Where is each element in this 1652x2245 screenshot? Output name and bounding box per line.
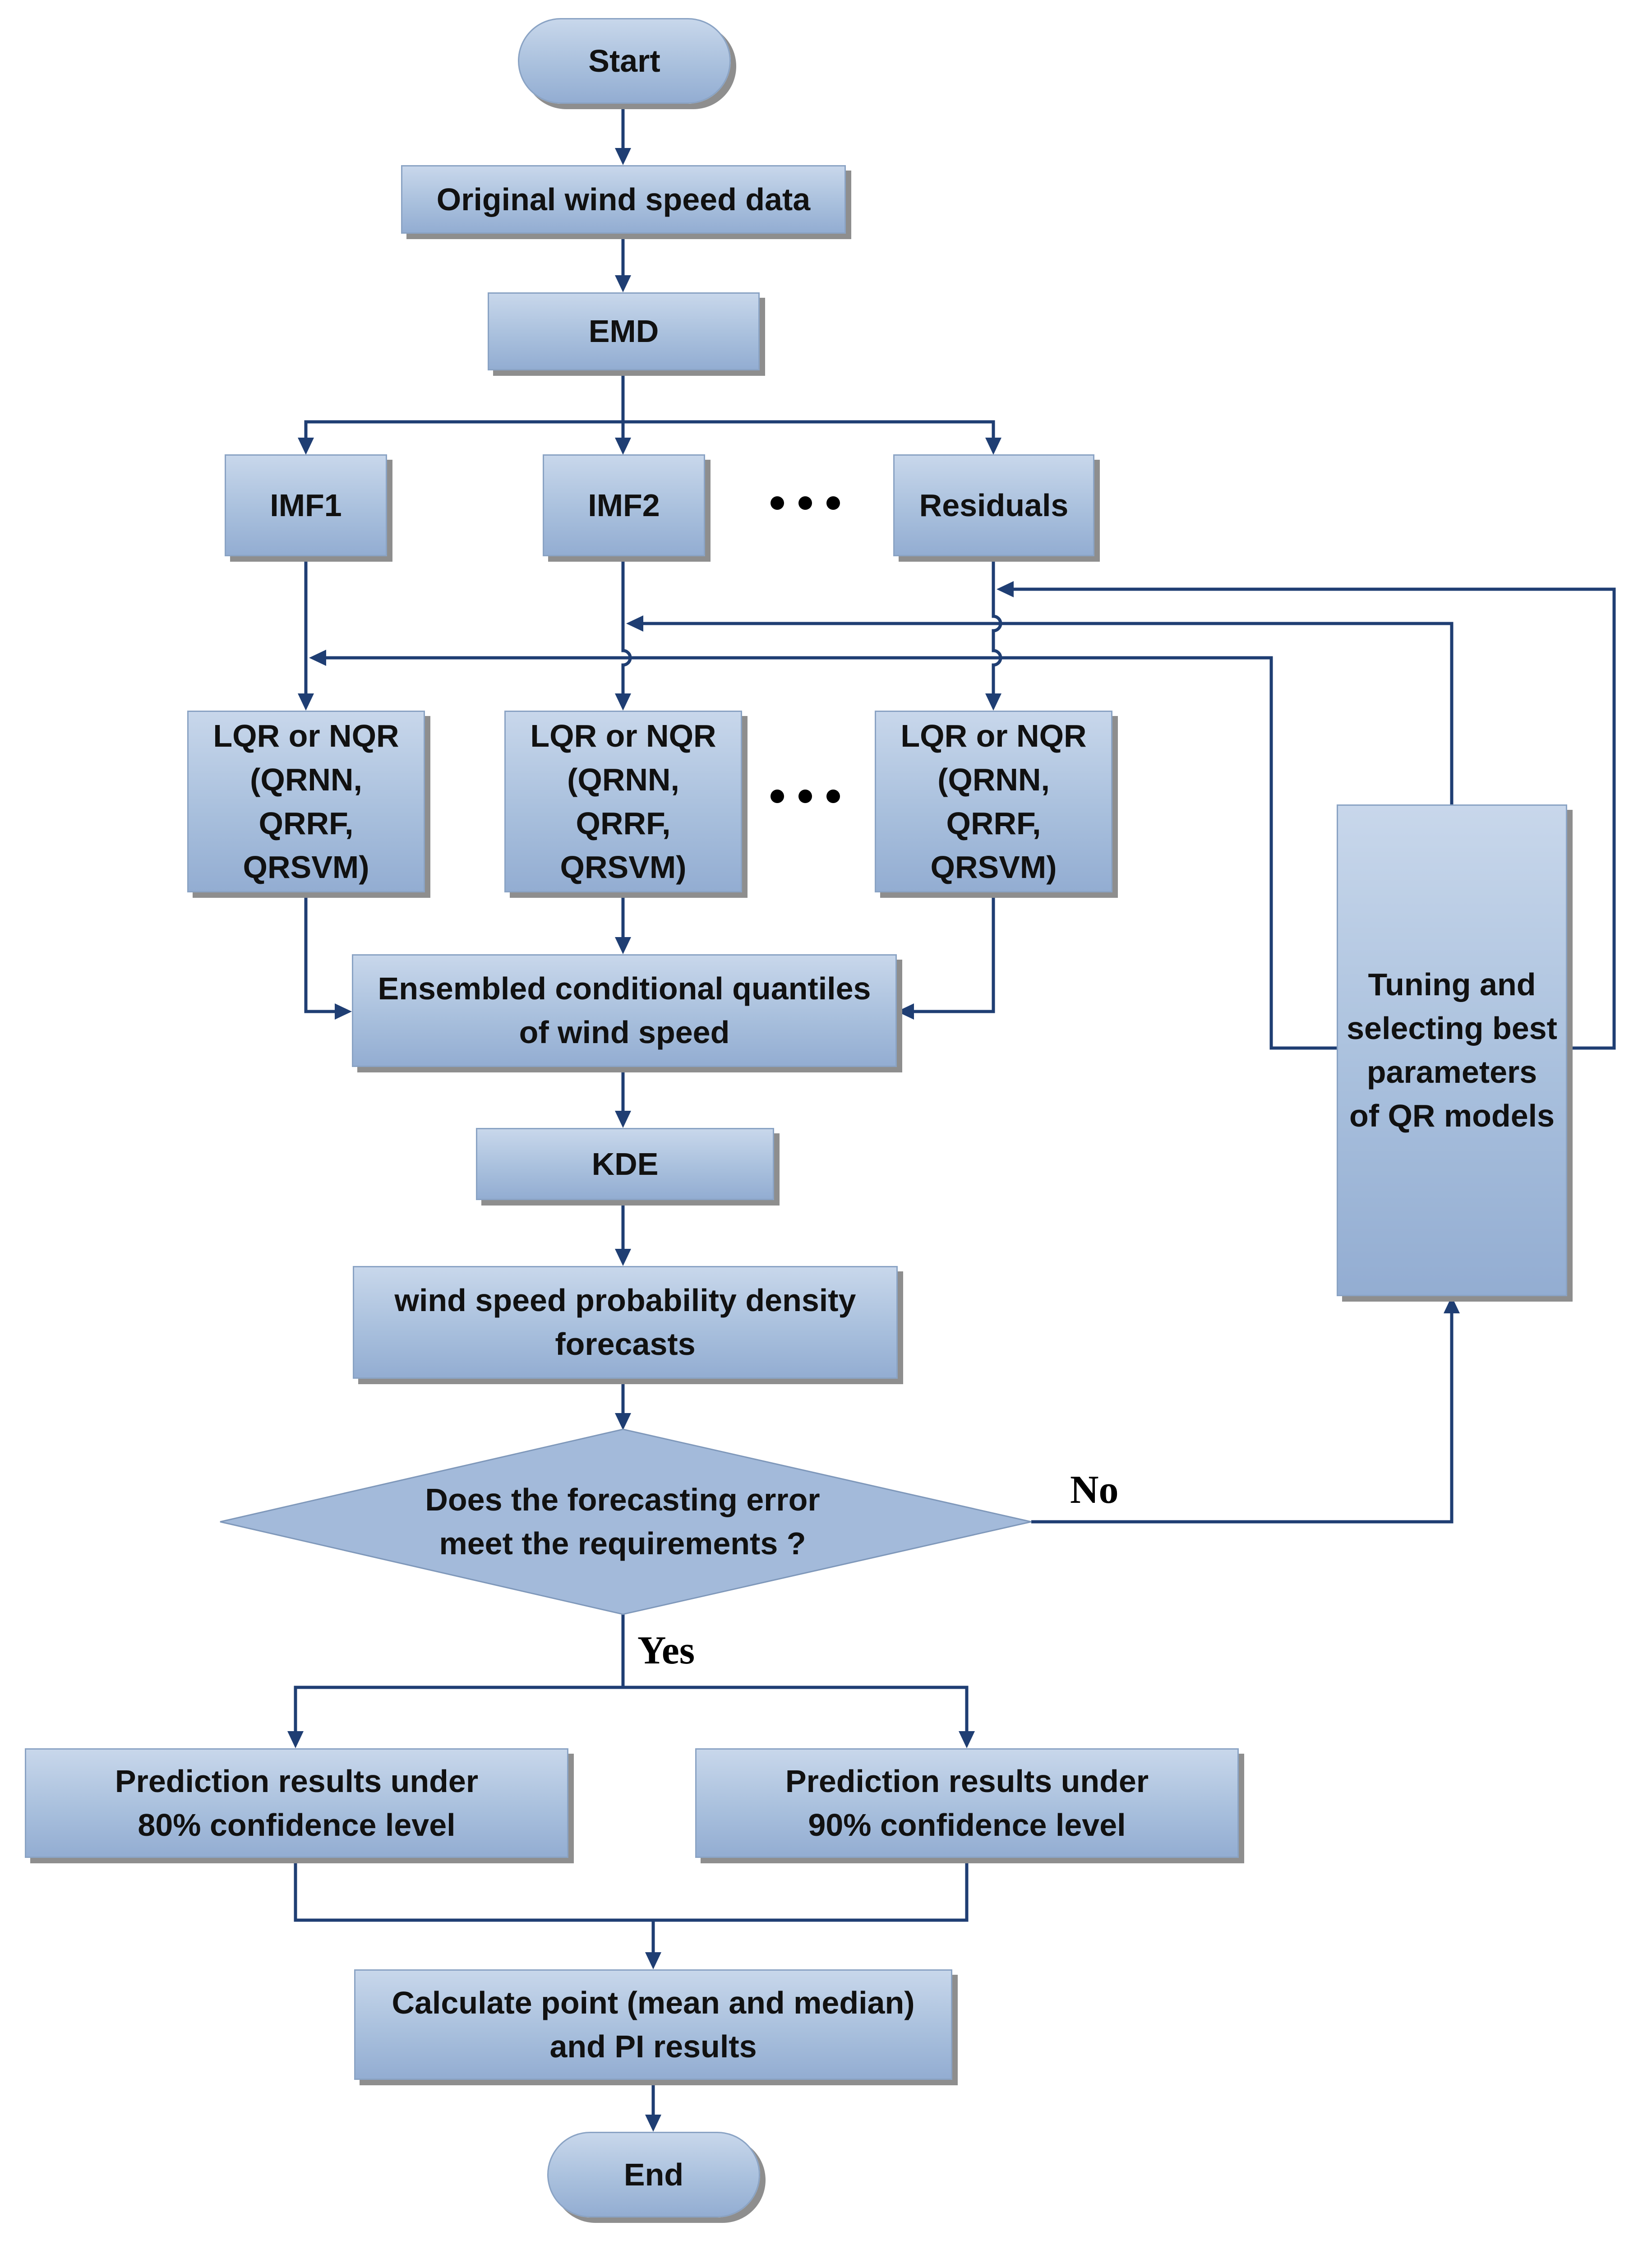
yes-label: Yes bbox=[637, 1629, 695, 1672]
start-label: Start bbox=[588, 43, 660, 79]
residuals-label: Residuals bbox=[919, 487, 1069, 523]
tuning-line-3: parameters bbox=[1366, 1054, 1537, 1090]
decision-text: Does the forecasting error meet the requ… bbox=[352, 1478, 893, 1566]
qr-model-line-4: QRSVM) bbox=[560, 849, 687, 885]
decision-diamond bbox=[220, 1428, 1032, 1615]
qr-model-node-1: LQR or NQR (QRNN, QRRF, QRSVM) bbox=[187, 711, 425, 892]
ensembled-line-2: of wind speed bbox=[519, 1015, 730, 1050]
kde-node: KDE bbox=[476, 1128, 774, 1200]
imf1-node: IMF1 bbox=[225, 454, 387, 556]
pred90-line-2: 90% confidence level bbox=[808, 1807, 1126, 1843]
feedback-to-imf1 bbox=[318, 656, 1337, 1050]
forecasts-line-2: forecasts bbox=[555, 1326, 696, 1362]
qr-model-line-2: (QRNN, bbox=[567, 762, 679, 797]
qr-model-node-2: LQR or NQR (QRNN, QRRF, QRSVM) bbox=[504, 711, 742, 892]
qr-model-line-4: QRSVM) bbox=[243, 849, 369, 885]
arrow-qr1-to-ensembled bbox=[304, 892, 339, 1013]
calculate-line-2: and PI results bbox=[549, 2028, 757, 2064]
arrow-imf2-to-qr bbox=[621, 557, 632, 702]
tuning-line-1: Tuning and bbox=[1368, 967, 1536, 1002]
qr-model-line-1: LQR or NQR bbox=[213, 718, 399, 753]
qr-model-line-1: LQR or NQR bbox=[900, 718, 1087, 753]
decision-line-1: Does the forecasting error bbox=[425, 1482, 820, 1517]
qr-model-node-3: LQR or NQR (QRNN, QRRF, QRSVM) bbox=[875, 711, 1112, 892]
arrow-residuals-to-qr bbox=[992, 557, 1002, 702]
residuals-node: Residuals bbox=[893, 454, 1094, 556]
start-node: Start bbox=[518, 18, 731, 104]
qr-model-line-3: QRRF, bbox=[258, 805, 354, 841]
original-data-label: Original wind speed data bbox=[436, 181, 811, 217]
qr-model-line-1: LQR or NQR bbox=[530, 718, 716, 753]
no-label: No bbox=[1070, 1468, 1119, 1512]
qr-model-line-3: QRRF, bbox=[576, 805, 671, 841]
decision-line-2: meet the requirements ? bbox=[439, 1526, 806, 1561]
line-yes-bus bbox=[294, 1686, 969, 1739]
ellipsis-dots-upper bbox=[771, 496, 840, 510]
arrow-no-to-tuning bbox=[1031, 1307, 1454, 1524]
forecasts-node: wind speed probability density forecasts bbox=[353, 1266, 898, 1379]
ensembled-line-1: Ensembled conditional quantiles bbox=[378, 971, 871, 1006]
pred80-line-1: Prediction results under bbox=[115, 1763, 479, 1799]
prediction-90-node: Prediction results under 90% confidence … bbox=[695, 1748, 1239, 1858]
calculate-results-node: Calculate point (mean and median) and PI… bbox=[354, 1969, 952, 2080]
end-label: End bbox=[623, 2157, 684, 2192]
pred90-line-1: Prediction results under bbox=[785, 1763, 1149, 1799]
line-merge bbox=[294, 1857, 969, 1922]
tuning-line-4: of QR models bbox=[1349, 1098, 1555, 1133]
qr-model-line-2: (QRNN, bbox=[937, 762, 1050, 797]
qr-model-line-2: (QRNN, bbox=[250, 762, 362, 797]
arrow-qr3-to-ensembled bbox=[909, 892, 995, 1013]
qr-model-line-4: QRSVM) bbox=[930, 849, 1057, 885]
calculate-line-1: Calculate point (mean and median) bbox=[392, 1985, 915, 2020]
forecasts-line-1: wind speed probability density bbox=[394, 1283, 856, 1318]
emd-label: EMD bbox=[588, 314, 659, 349]
emd-node: EMD bbox=[488, 292, 760, 370]
original-data-node: Original wind speed data bbox=[401, 165, 846, 234]
line-split-bus bbox=[304, 420, 995, 447]
prediction-80-node: Prediction results under 80% confidence … bbox=[25, 1748, 568, 1858]
qr-model-line-3: QRRF, bbox=[946, 805, 1041, 841]
feedback-to-imf2 bbox=[635, 622, 1454, 804]
tuning-line-2: selecting best bbox=[1347, 1011, 1557, 1046]
ensembled-quantiles-node: Ensembled conditional quantiles of wind … bbox=[352, 954, 897, 1067]
imf2-label: IMF2 bbox=[588, 487, 660, 523]
feedback-to-residuals bbox=[1006, 587, 1616, 1050]
tuning-node: Tuning and selecting best parameters of … bbox=[1337, 804, 1567, 1296]
pred80-line-2: 80% confidence level bbox=[138, 1807, 456, 1843]
kde-label: KDE bbox=[591, 1146, 659, 1182]
ellipsis-dots-lower bbox=[771, 790, 840, 803]
imf2-node: IMF2 bbox=[543, 454, 705, 556]
end-node: End bbox=[547, 2132, 760, 2217]
imf1-label: IMF1 bbox=[270, 487, 342, 523]
